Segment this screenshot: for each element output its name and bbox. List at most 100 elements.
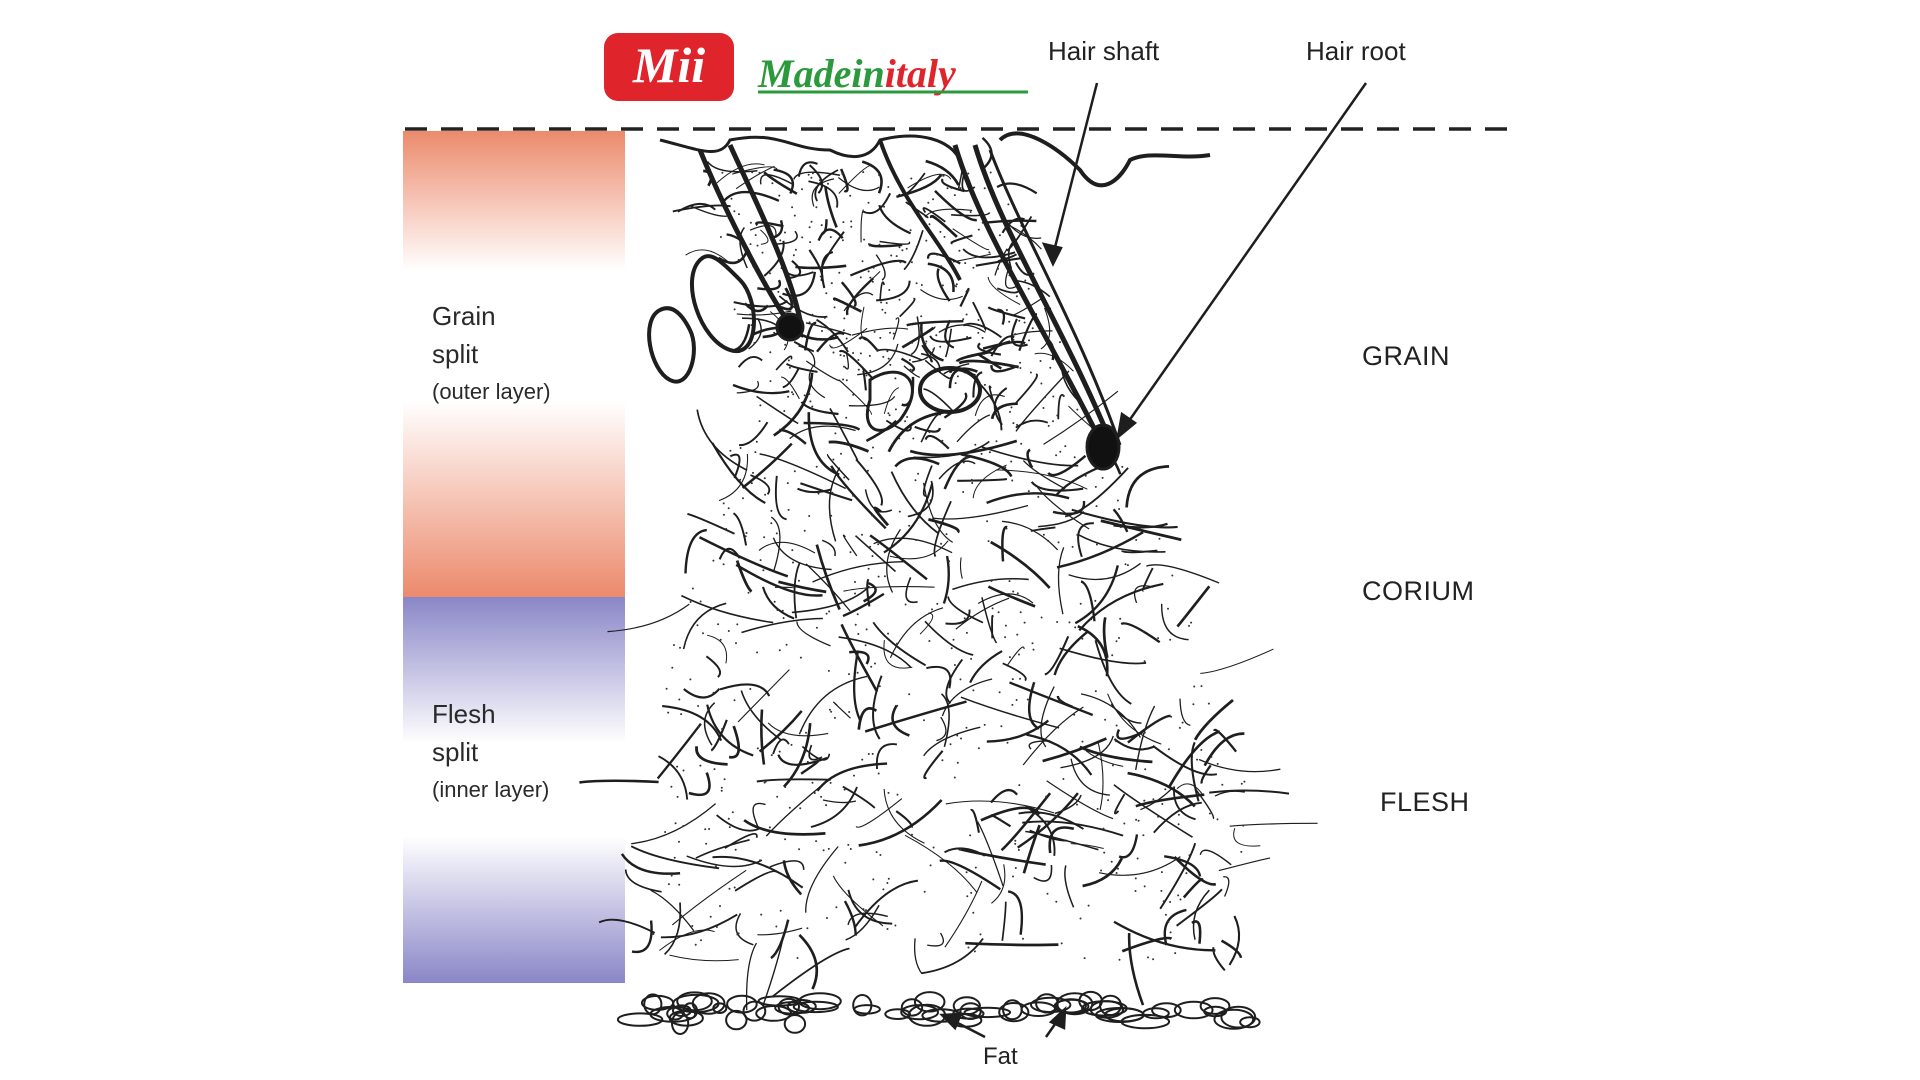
fiber-strand — [1001, 525, 1008, 562]
fiber-strand — [683, 687, 721, 699]
fiber-strand — [944, 847, 986, 857]
fiber-strand — [987, 219, 1037, 224]
fiber-dot — [925, 340, 928, 343]
fiber-dot — [801, 236, 804, 239]
fiber-dot — [819, 275, 822, 278]
fiber-dot — [859, 352, 862, 355]
fiber-dot — [908, 524, 911, 527]
fiber-strand — [869, 534, 928, 581]
fiber-strand — [904, 834, 978, 894]
fiber-dot — [841, 172, 844, 175]
fiber-dot — [911, 341, 914, 344]
fiber-dot — [965, 457, 968, 460]
fiber-strand — [990, 364, 1017, 373]
fiber-strand — [872, 675, 883, 740]
fiber-dot — [868, 354, 871, 357]
fiber-dot — [899, 261, 902, 264]
fiber-dot — [1124, 563, 1127, 566]
fiber-dot — [869, 369, 872, 372]
fiber-dot — [790, 743, 793, 746]
fiber-strand — [907, 480, 934, 518]
fiber-dot — [1167, 921, 1170, 923]
fiber-dot — [782, 617, 785, 619]
fiber-dot — [1026, 698, 1029, 701]
fiber-dot — [1006, 741, 1009, 744]
fiber-strand — [695, 839, 750, 859]
fiber-strand — [955, 350, 990, 363]
fiber-strand — [938, 460, 976, 480]
fiber-strand — [1142, 567, 1154, 592]
fiber-dot — [665, 687, 668, 690]
fiber-strand — [843, 586, 935, 592]
fiber-dot — [1019, 361, 1022, 364]
fiber-strand — [1190, 741, 1200, 802]
fiber-strand — [1002, 520, 1059, 551]
fiber-dot — [700, 939, 702, 942]
fat-cell — [1055, 998, 1087, 1014]
fiber-strand — [1044, 635, 1070, 676]
fiber-strand — [901, 325, 936, 349]
fiber-dot — [1135, 539, 1138, 541]
fiber-strand — [891, 704, 910, 737]
fiber-dot — [887, 791, 890, 794]
fiber-dot — [1177, 823, 1180, 826]
fiber-dot — [733, 699, 736, 702]
fiber-strand — [922, 207, 946, 223]
fiber-dot — [803, 394, 806, 397]
fiber-dot — [856, 613, 859, 616]
fiber-strand — [944, 328, 953, 358]
fiber-strand — [978, 382, 1003, 431]
fiber-dot — [770, 754, 773, 757]
fiber-dot — [1011, 678, 1014, 681]
fiber-dot — [948, 848, 951, 851]
fiber-dot — [872, 878, 875, 881]
fiber-dot — [997, 267, 999, 270]
fiber-strand — [662, 705, 723, 742]
fiber-dot — [733, 308, 736, 311]
fiber-dot — [773, 600, 776, 603]
fiber-dot — [1178, 726, 1181, 729]
fiber-dot — [872, 266, 875, 269]
fiber-dot — [1015, 699, 1018, 701]
fiber-dot — [881, 308, 884, 311]
fiber-dot — [813, 792, 816, 794]
fiber-dot — [763, 781, 766, 784]
fiber-strand — [840, 623, 879, 693]
fiber-dot — [799, 592, 802, 595]
fiber-strand — [838, 349, 875, 381]
grain-split-line2: split — [432, 339, 479, 369]
fiber-strand — [579, 779, 659, 784]
fiber-strand — [872, 621, 927, 667]
fiber-dot — [812, 280, 815, 283]
fiber-strand — [845, 277, 875, 316]
fiber-strand — [842, 534, 858, 557]
fat-cell — [1220, 1005, 1257, 1029]
fiber-dot — [689, 601, 692, 603]
fiber-strand — [671, 869, 747, 926]
fiber-dot — [1060, 942, 1063, 945]
fiber-dot — [664, 831, 667, 833]
fiber-dot — [1118, 637, 1120, 639]
fiber-strand — [1022, 824, 1041, 874]
fiber-strand — [1026, 733, 1093, 776]
fiber-dot — [898, 246, 901, 249]
fiber-dot — [960, 737, 962, 740]
fiber-dot — [1090, 618, 1093, 621]
fiber-dot — [1094, 690, 1097, 693]
fiber-dot — [898, 510, 901, 513]
fiber-dot — [898, 298, 901, 301]
fiber-strand — [913, 440, 990, 459]
fiber-strand — [1173, 786, 1196, 821]
fiber-strand — [1110, 703, 1142, 724]
fiber-dot — [862, 171, 865, 174]
fiber-dot — [967, 289, 970, 292]
fiber-dot — [1193, 685, 1196, 688]
fiber-strand — [1168, 730, 1221, 787]
fiber-dot — [820, 795, 823, 798]
fiber-strand — [1116, 728, 1144, 740]
fiber-dot — [894, 924, 897, 927]
fiber-dot — [815, 206, 818, 209]
fiber-strand — [686, 855, 763, 868]
fiber-dot — [871, 280, 874, 283]
fiber-dot — [1118, 508, 1121, 510]
